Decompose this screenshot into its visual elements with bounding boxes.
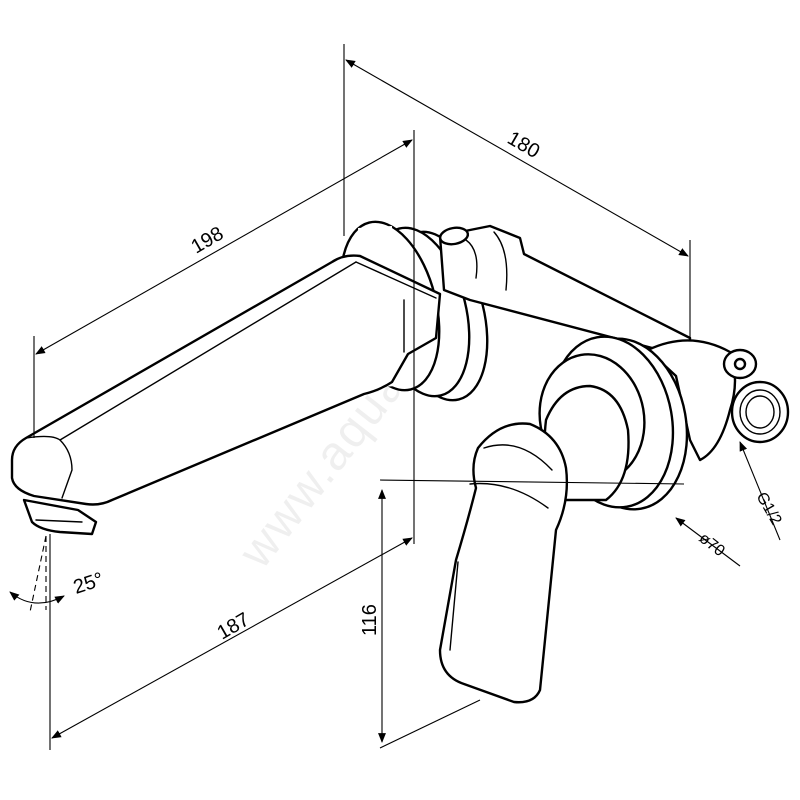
dimension-d70: ø70 (675, 517, 741, 567)
dimension-180-label: 180 (504, 127, 544, 163)
dimension-198-label: 198 (188, 223, 228, 259)
dimension-116: 116 (359, 479, 685, 749)
dimension-thread: G1/2 (739, 441, 785, 541)
dimension-thread-label: G1/2 (753, 490, 785, 529)
dimension-angle-label: 25° (71, 568, 107, 598)
dimension-187: 187 (49, 534, 413, 750)
dimension-d70-label: ø70 (696, 530, 728, 560)
dimension-187-label: 187 (214, 609, 254, 645)
dimension-angle: 25° (9, 535, 107, 613)
mixer-lever (438, 384, 630, 704)
dimension-116-label: 116 (359, 604, 381, 636)
